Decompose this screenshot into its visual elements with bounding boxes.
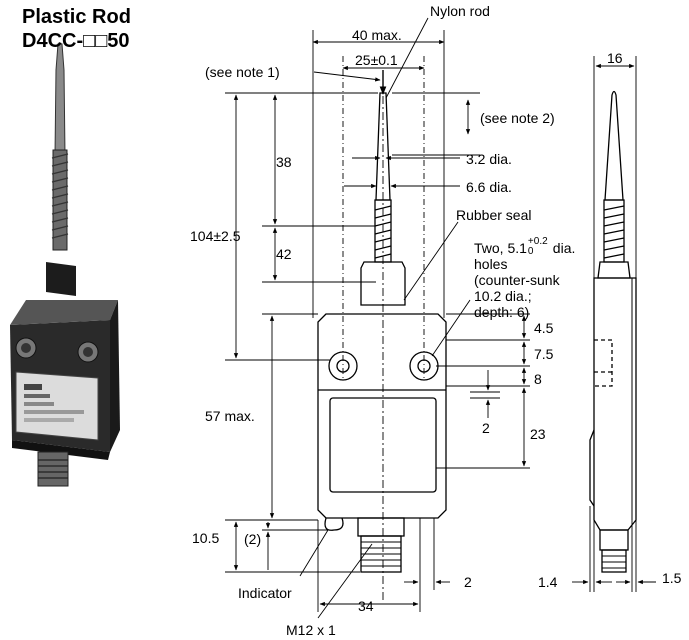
dimension-lines	[225, 17, 656, 619]
dim-57-max: 57 max.	[205, 408, 255, 424]
product-photo	[10, 43, 120, 487]
side-view	[589, 90, 637, 573]
dim-1-5: 1.5	[662, 570, 682, 586]
dim-10-5: 10.5	[192, 530, 220, 546]
holes-text-2: holes	[474, 256, 508, 272]
dim-23: 23	[530, 426, 546, 442]
dim-8: 8	[534, 371, 542, 387]
dim-7-5: 7.5	[534, 346, 554, 362]
dim-rod-dia: 6.6 dia.	[466, 179, 512, 195]
label-indicator: Indicator	[238, 585, 292, 601]
dim-tip-dia: 3.2 dia.	[466, 151, 512, 167]
front-view	[317, 92, 447, 573]
title-line-1: Plastic Rod	[22, 6, 131, 28]
label-rubber-seal: Rubber seal	[456, 207, 532, 223]
label-note-1: (see note 1)	[205, 64, 280, 80]
holes-text-a: Two, 5.1	[474, 240, 527, 256]
label-thread: M12 x 1	[286, 622, 336, 638]
dim-1-4: 1.4	[538, 574, 558, 590]
dim-2-paren: (2)	[244, 531, 262, 547]
holes-tol-lower: 0	[527, 246, 534, 257]
dim-42: 42	[276, 246, 292, 262]
holes-text-4: 10.2 dia.;	[474, 288, 532, 304]
holes-text-3: (counter-sunk	[474, 272, 560, 288]
dim-38: 38	[276, 154, 292, 170]
dim-hole-pitch: 25±0.1	[355, 52, 398, 68]
dim-total-height: 104±2.5	[190, 228, 241, 244]
dim-4-5: 4.5	[534, 320, 554, 336]
dim-2-right: 2	[482, 420, 490, 436]
label-note-2: (see note 2)	[480, 110, 555, 126]
dim-2-bottom: 2	[464, 574, 472, 590]
holes-tol-upper: +0.2	[527, 236, 548, 247]
title-line-2: D4CC-□□50	[22, 30, 130, 52]
dim-side-width: 16	[607, 50, 623, 66]
holes-text-b: dia.	[548, 240, 576, 256]
dim-34: 34	[358, 598, 374, 614]
label-nylon-rod: Nylon rod	[430, 3, 490, 19]
dim-width-max: 40 max.	[352, 27, 402, 43]
holes-text-5: depth: 6)	[474, 304, 530, 320]
